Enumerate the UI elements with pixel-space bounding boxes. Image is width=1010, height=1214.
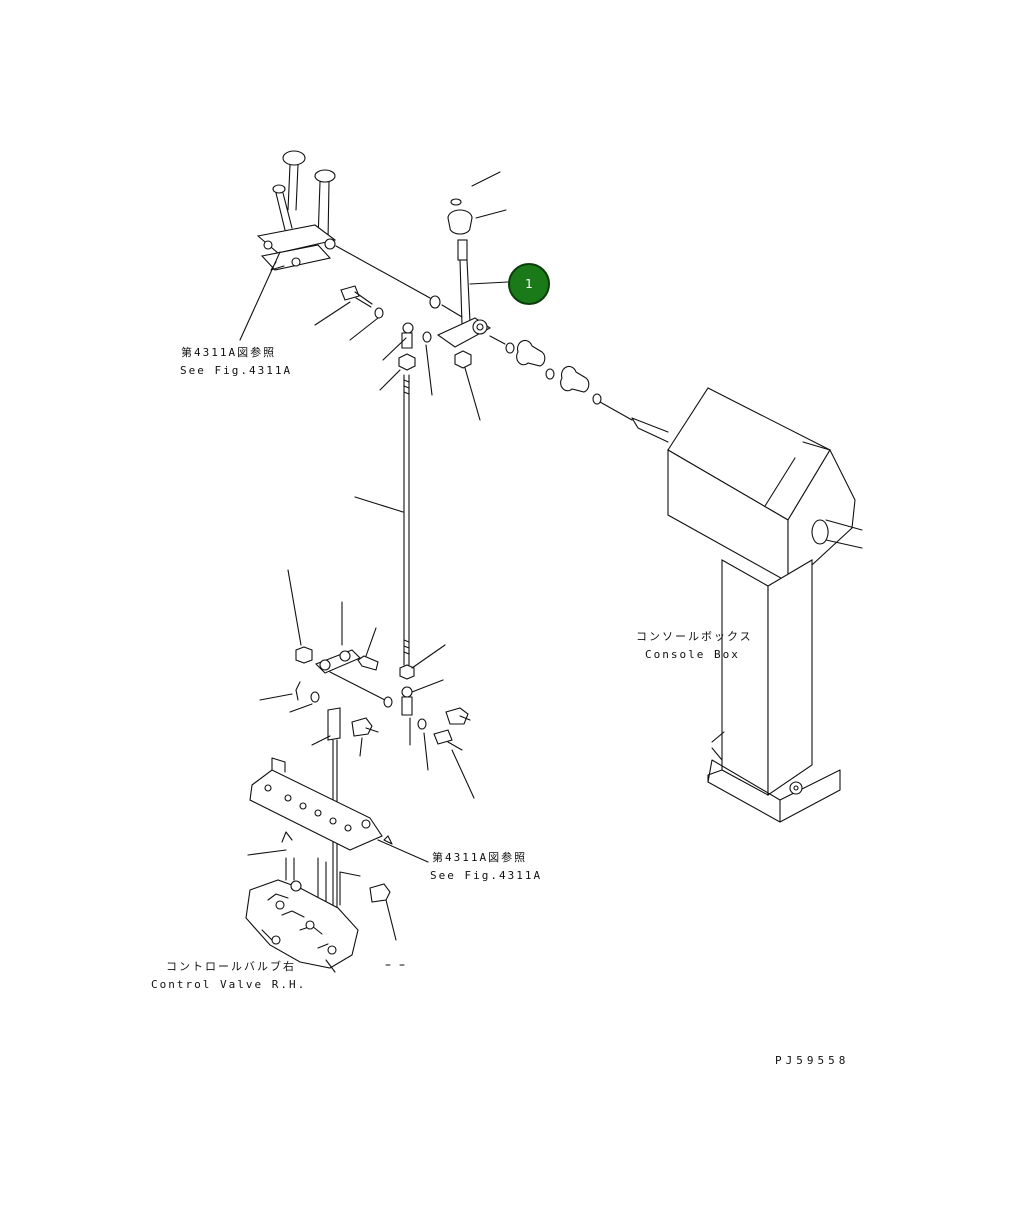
ref-label-top-jp: 第4311A図参照 bbox=[181, 346, 277, 359]
control-valve bbox=[245, 831, 405, 973]
console-box bbox=[631, 387, 863, 823]
callout-1[interactable]: 1 bbox=[508, 263, 550, 305]
console-label-jp: コンソールボックス bbox=[636, 630, 753, 643]
ref-label-top-en: See Fig.4311A bbox=[180, 364, 293, 377]
lever-part-1 bbox=[436, 171, 509, 348]
valve-label-en: Control Valve R.H. bbox=[151, 978, 307, 991]
shaft-axis bbox=[335, 245, 633, 421]
lever-hardware bbox=[314, 285, 602, 421]
upper-lever-assembly bbox=[256, 150, 337, 271]
drawing-id: PJ59558 bbox=[775, 1054, 850, 1067]
console-label-en: Console Box bbox=[645, 648, 740, 661]
bottom-bracket bbox=[249, 757, 429, 863]
valve-label-jp: コントロールバルブ右 bbox=[166, 960, 296, 973]
lower-linkage bbox=[259, 569, 475, 909]
ref-label-mid-en: See Fig.4311A bbox=[430, 869, 543, 882]
linkage-rod bbox=[354, 374, 410, 666]
ref-label-mid-jp: 第4311A図参照 bbox=[432, 851, 528, 864]
leader-lines bbox=[239, 251, 285, 341]
